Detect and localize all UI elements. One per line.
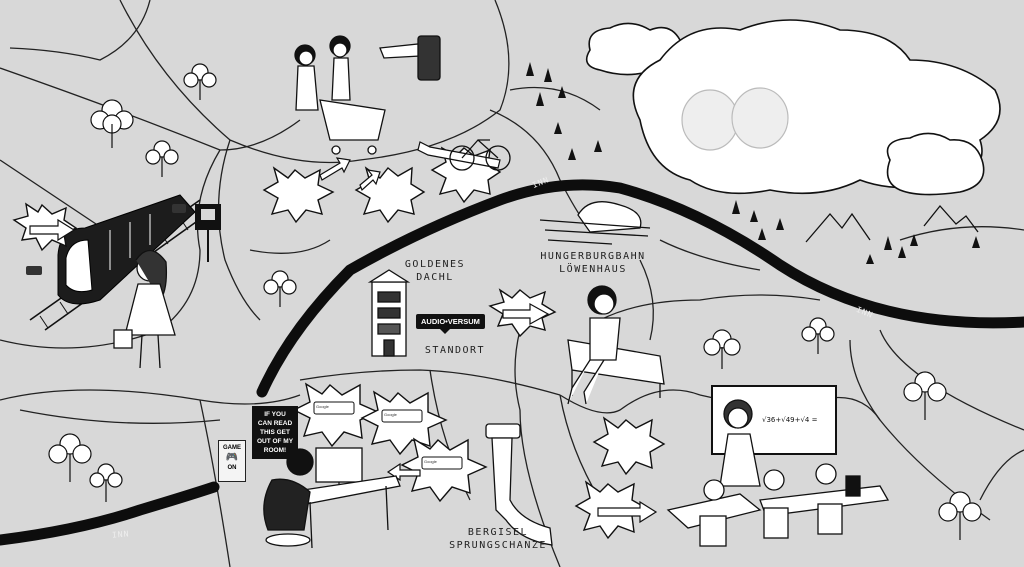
label-goldenes-dachl: GOLDENES DACHL — [404, 259, 466, 283]
woman-with-flowers — [113, 249, 176, 369]
bicycle — [449, 139, 511, 171]
person-on-bench — [567, 285, 665, 405]
label-bergisel: BERGISEL SPRUNGSCHANZE — [449, 527, 547, 551]
pine-trees — [526, 62, 980, 264]
search-bubble-3: Google — [424, 459, 437, 464]
label-standort: STANDORT — [424, 345, 486, 356]
classroom — [666, 385, 890, 547]
cameras — [26, 204, 186, 275]
room-sign: IF YOU CAN READ THIS GET OUT OF MY ROOM! — [252, 406, 298, 459]
train — [57, 194, 196, 305]
game-on-top: GAME — [223, 445, 241, 451]
river-label-3: INN — [111, 529, 130, 540]
arrows — [29, 141, 658, 524]
search-bubble-1: Google — [316, 404, 329, 409]
goldenes-dachl-building — [367, 269, 411, 357]
starbursts — [12, 146, 666, 540]
game-on-poster: GAME 🎮 ON — [218, 440, 246, 482]
controller-icon: 🎮 — [225, 452, 239, 463]
gamer-at-desk — [263, 447, 401, 549]
cloud-cylinders — [681, 87, 789, 151]
bergisel-jump — [485, 423, 553, 546]
mountains — [805, 204, 979, 243]
search-bubble-2: Google — [384, 412, 397, 417]
station-sign — [195, 204, 221, 262]
trees — [48, 63, 982, 540]
audioversum-badge: AUDIO•VERSUM — [416, 314, 485, 334]
inn-river — [0, 179, 1024, 546]
shopping-couple — [294, 35, 386, 155]
clouds — [585, 19, 1001, 196]
payment-hand — [379, 35, 441, 81]
label-hungerburgbahn: HUNGERBURGBAHN LÖWENHAUS — [540, 251, 646, 275]
game-on-bottom: ON — [227, 465, 237, 471]
whiteboard-formula: √36+√49+√4 = — [762, 416, 818, 424]
hungerburgbahn-station — [539, 201, 651, 245]
search-bars — [313, 401, 463, 470]
